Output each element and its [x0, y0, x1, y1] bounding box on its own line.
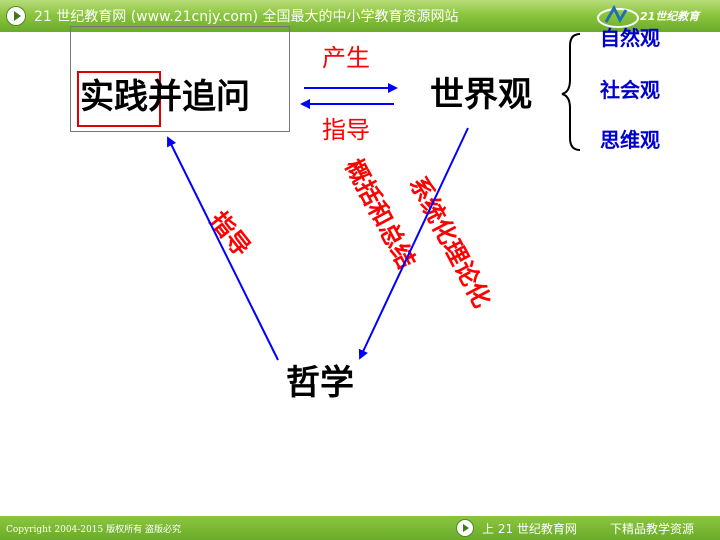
- logo-icon: [597, 4, 639, 28]
- guide-label-top: 指导: [322, 116, 370, 144]
- logo-text: 21世纪教育: [640, 10, 700, 23]
- systematize-arrow: [358, 127, 469, 360]
- worldview-node: 世界观: [430, 75, 532, 115]
- worldview-type-society: 社会观: [600, 78, 660, 102]
- worldview-type-thinking: 思维观: [600, 128, 660, 152]
- footer-bar: Copyright 2004-2015 版权所有 盗版必究 上 21 世纪教育网…: [0, 516, 720, 540]
- philosophy-node: 哲学: [286, 363, 354, 403]
- practice-highlight: [77, 71, 161, 127]
- guide-arrow-left: [167, 136, 279, 361]
- practice-node: 实践并追问: [80, 77, 250, 117]
- produce-label: 产生: [322, 44, 370, 72]
- practice-box: [70, 26, 290, 132]
- site-title: 21 世纪教育网 (www.21cnjy.com) 全国最大的中小学教育资源网站: [34, 9, 459, 25]
- prev-link[interactable]: 上 21 世纪教育网: [482, 522, 577, 536]
- next-link[interactable]: 下精品教学资源: [610, 522, 695, 536]
- play-icon[interactable]: [6, 6, 26, 26]
- play-icon-footer[interactable]: [456, 519, 474, 537]
- worldview-brace: [561, 33, 581, 151]
- copyright-text: Copyright 2004-2015 版权所有 盗版必究: [6, 525, 181, 535]
- worldview-type-nature: 自然观: [600, 26, 660, 50]
